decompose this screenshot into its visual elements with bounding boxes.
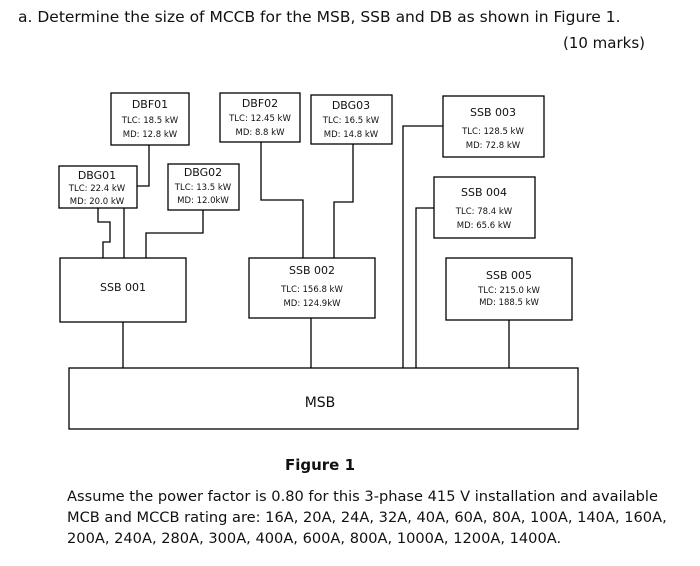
wire-ssb003-msb [402,125,443,368]
dbg03-tlc: TLC: 16.5 kW [322,116,380,126]
dbg01-md: MD: 20.0 kW [70,197,125,207]
dbg01-tlc: TLC: 22.4 kW [68,184,126,194]
ssb004-name: SSB 004 [461,186,507,199]
dbg03-md: MD: 14.8 kW [324,130,379,140]
ssb004-md: MD: 65.6 kW [457,221,512,231]
marks-label: (10 marks) [562,34,645,52]
ssb004-box: SSB 004 TLC: 78.4 kW MD: 65.6 kW [433,176,536,239]
ssb001-name: SSB 001 [100,281,146,294]
dbf01-box: DBF01 TLC: 18.5 kW MD: 12.8 kW [110,92,190,146]
ssb003-md: MD: 72.8 kW [466,141,521,151]
dbf02-md: MD: 8.8 kW [236,128,286,138]
ssb002-name: SSB 002 [289,264,335,277]
assumption-paragraph: Assume the power factor is 0.80 for this… [67,488,667,547]
ssb005-md: MD: 188.5 kW [479,298,539,308]
dbf01-tlc: TLC: 18.5 kW [121,116,179,126]
ssb003-name: SSB 003 [470,106,516,119]
msb-name: MSB [305,395,336,411]
dbf02-box: DBF02 TLC: 12.45 kW MD: 8.8 kW [219,92,301,143]
dbg02-tlc: TLC: 13.5 kW [174,183,232,193]
ssb005-tlc: TLC: 215.0 kW [477,286,540,296]
wire-ssb004-msb [415,207,434,368]
dbg03-name: DBG03 [332,99,370,112]
dbf01-name: DBF01 [132,98,168,111]
dbg02-box: DBG02 TLC: 13.5 kW MD: 12.0kW [167,163,240,211]
dbg02-md: MD: 12.0kW [177,196,229,206]
msb-box: MSB [68,367,579,430]
dbg02-name: DBG02 [184,166,222,179]
dbf02-tlc: TLC: 12.45 kW [228,114,291,124]
wire-dbg03-ssb002 [333,144,354,258]
ssb005-box: SSB 005 TLC: 215.0 kW MD: 188.5 kW [445,257,573,321]
ssb004-tlc: TLC: 78.4 kW [455,207,513,217]
ssb003-box: SSB 003 TLC: 128.5 kW MD: 72.8 kW [442,95,545,158]
ssb002-md: MD: 124.9kW [283,299,341,309]
dbf02-name: DBF02 [242,97,278,110]
wire-dbg02-ssb001 [145,210,204,258]
wire-dbg01-ssb001 [97,208,111,258]
dbg01-box: DBG01 TLC: 22.4 kW MD: 20.0 kW [58,165,138,209]
wire-dbf02-ssb002 [260,142,304,258]
distribution-diagram: DBF01 TLC: 18.5 kW MD: 12.8 kW DBF02 TLC… [58,92,579,430]
ssb001-box: SSB 001 [59,257,187,323]
ssb002-box: SSB 002 TLC: 156.8 kW MD: 124.9kW [248,257,376,319]
wiring [97,125,510,368]
dbf01-md: MD: 12.8 kW [123,130,178,140]
ssb002-tlc: TLC: 156.8 kW [280,285,343,295]
dbg03-box: DBG03 TLC: 16.5 kW MD: 14.8 kW [310,94,393,145]
ssb005-name: SSB 005 [486,269,532,282]
dbg01-name: DBG01 [78,169,116,182]
figure-caption: Figure 1 [284,456,356,474]
question-text: a. Determine the size of MCCB for the MS… [18,8,621,26]
ssb003-tlc: TLC: 128.5 kW [461,127,524,137]
